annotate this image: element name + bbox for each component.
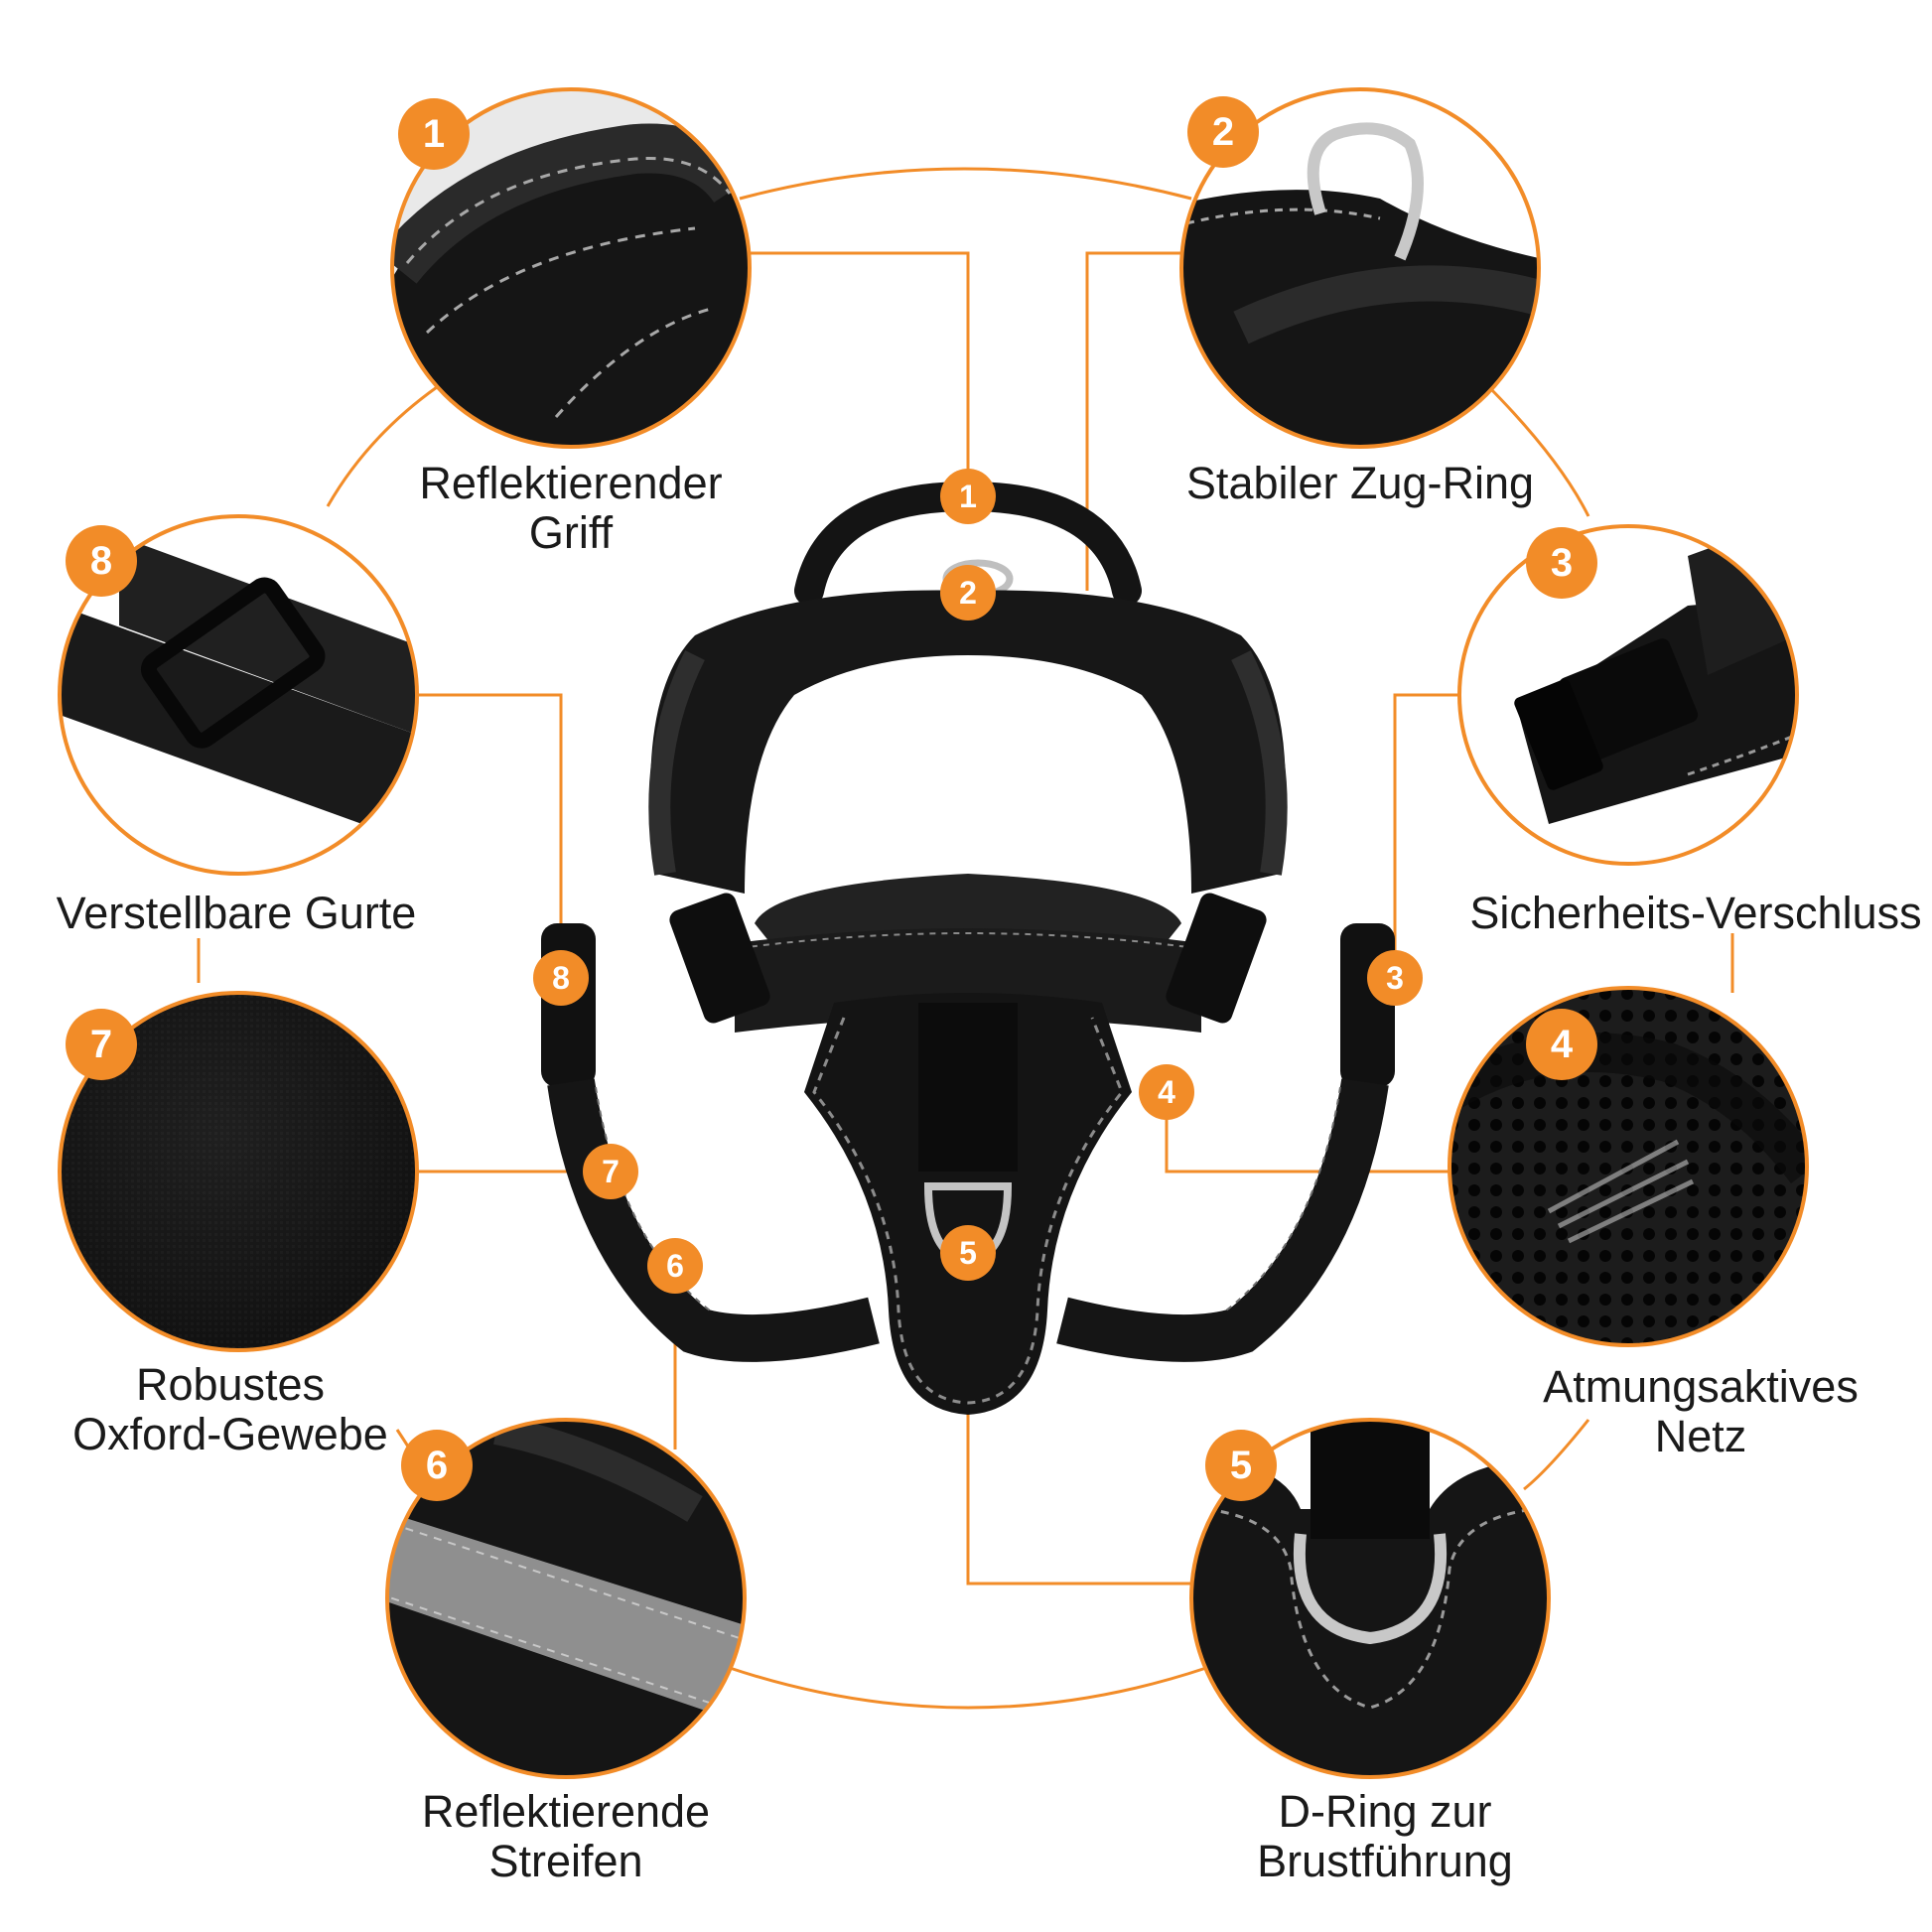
badge-circle-3: 3 bbox=[1526, 527, 1597, 599]
badge-circle-2: 2 bbox=[1187, 96, 1259, 168]
arc-4-5 bbox=[1523, 1419, 1590, 1491]
arc-1-2 bbox=[739, 167, 1192, 201]
circle-badges: 1 2 3 4 5 6 7 8 bbox=[66, 96, 1597, 1501]
svg-text:8: 8 bbox=[90, 539, 112, 583]
leader-2 bbox=[1085, 251, 1181, 591]
label-line: Robustes bbox=[135, 1359, 326, 1410]
label-reflective-stripes: Reflektierende Streifen bbox=[422, 1787, 710, 1886]
badge-product-3: 3 bbox=[1367, 950, 1423, 1006]
badge-product-6: 6 bbox=[647, 1238, 703, 1294]
badge-circle-4: 4 bbox=[1526, 1009, 1597, 1080]
badge-product-2: 2 bbox=[940, 565, 996, 621]
label-adjustable-straps: Verstellbare Gurte bbox=[57, 889, 417, 938]
svg-text:1: 1 bbox=[959, 479, 977, 514]
badge-circle-5: 5 bbox=[1205, 1430, 1277, 1501]
label-oxford-fabric: Robustes Oxford-Gewebe bbox=[72, 1360, 388, 1459]
detail-circle-buckle bbox=[1457, 524, 1799, 866]
badge-product-4: 4 bbox=[1139, 1064, 1194, 1120]
leader-4 bbox=[1165, 1107, 1449, 1173]
arc-1-8 bbox=[326, 385, 438, 507]
label-line: Atmungsaktives bbox=[1543, 1361, 1859, 1412]
svg-text:4: 4 bbox=[1551, 1023, 1574, 1066]
badge-product-8: 8 bbox=[533, 950, 589, 1006]
svg-text:6: 6 bbox=[426, 1444, 448, 1487]
badge-product-1: 1 bbox=[940, 469, 996, 524]
svg-text:7: 7 bbox=[90, 1023, 112, 1066]
svg-text:6: 6 bbox=[666, 1248, 684, 1284]
svg-text:5: 5 bbox=[1230, 1444, 1252, 1487]
leader-3 bbox=[1393, 693, 1459, 953]
label-line: Reflektierender bbox=[419, 458, 723, 508]
badge-product-5: 5 bbox=[940, 1225, 996, 1281]
arc-6-5 bbox=[729, 1666, 1207, 1710]
label-line: Oxford-Gewebe bbox=[72, 1409, 388, 1459]
arc-2-3 bbox=[1482, 380, 1590, 517]
detail-circle-pull-ring bbox=[1179, 87, 1541, 449]
detail-circle-adjustable-strap bbox=[58, 514, 419, 876]
svg-text:4: 4 bbox=[1158, 1074, 1175, 1110]
detail-circle-oxford-fabric bbox=[58, 991, 419, 1352]
label-line: Stabiler Zug-Ring bbox=[1185, 458, 1535, 508]
label-line: D-Ring zur bbox=[1278, 1786, 1492, 1837]
badge-circle-1: 1 bbox=[398, 98, 470, 170]
label-line: Sicherheits-Verschluss bbox=[1469, 888, 1922, 938]
detail-circle-handle bbox=[390, 87, 752, 449]
label-line: Verstellbare Gurte bbox=[56, 888, 417, 938]
badge-circle-7: 7 bbox=[66, 1009, 137, 1080]
detail-circle-mesh bbox=[1448, 986, 1809, 1347]
label-front-d-ring: D-Ring zur Brustführung bbox=[1257, 1787, 1513, 1886]
product-badges: 1 2 3 4 5 6 7 8 bbox=[533, 469, 1423, 1294]
badge-circle-6: 6 bbox=[401, 1430, 473, 1501]
svg-text:2: 2 bbox=[1212, 110, 1234, 154]
label-pull-ring: Stabiler Zug-Ring bbox=[1186, 459, 1534, 508]
svg-text:2: 2 bbox=[959, 575, 977, 611]
svg-text:1: 1 bbox=[423, 112, 445, 156]
leader-8 bbox=[417, 693, 563, 943]
badge-product-7: 7 bbox=[583, 1144, 638, 1199]
svg-text:3: 3 bbox=[1551, 541, 1573, 585]
badge-circle-8: 8 bbox=[66, 525, 137, 597]
leader-1 bbox=[750, 251, 970, 482]
svg-text:5: 5 bbox=[959, 1235, 977, 1271]
label-line: Brustführung bbox=[1257, 1836, 1513, 1886]
svg-text:8: 8 bbox=[552, 960, 570, 996]
label-reflective-handle: Reflektierender Griff bbox=[419, 459, 722, 558]
svg-text:3: 3 bbox=[1386, 960, 1404, 996]
label-line: Streifen bbox=[488, 1836, 643, 1886]
svg-text:7: 7 bbox=[602, 1154, 620, 1189]
label-line: Griff bbox=[528, 507, 614, 558]
label-safety-buckle: Sicherheits-Verschluss bbox=[1469, 889, 1921, 938]
label-line: Reflektierende bbox=[421, 1786, 711, 1837]
label-line: Netz bbox=[1654, 1411, 1747, 1461]
label-breathable-mesh: Atmungsaktives Netz bbox=[1543, 1362, 1859, 1461]
